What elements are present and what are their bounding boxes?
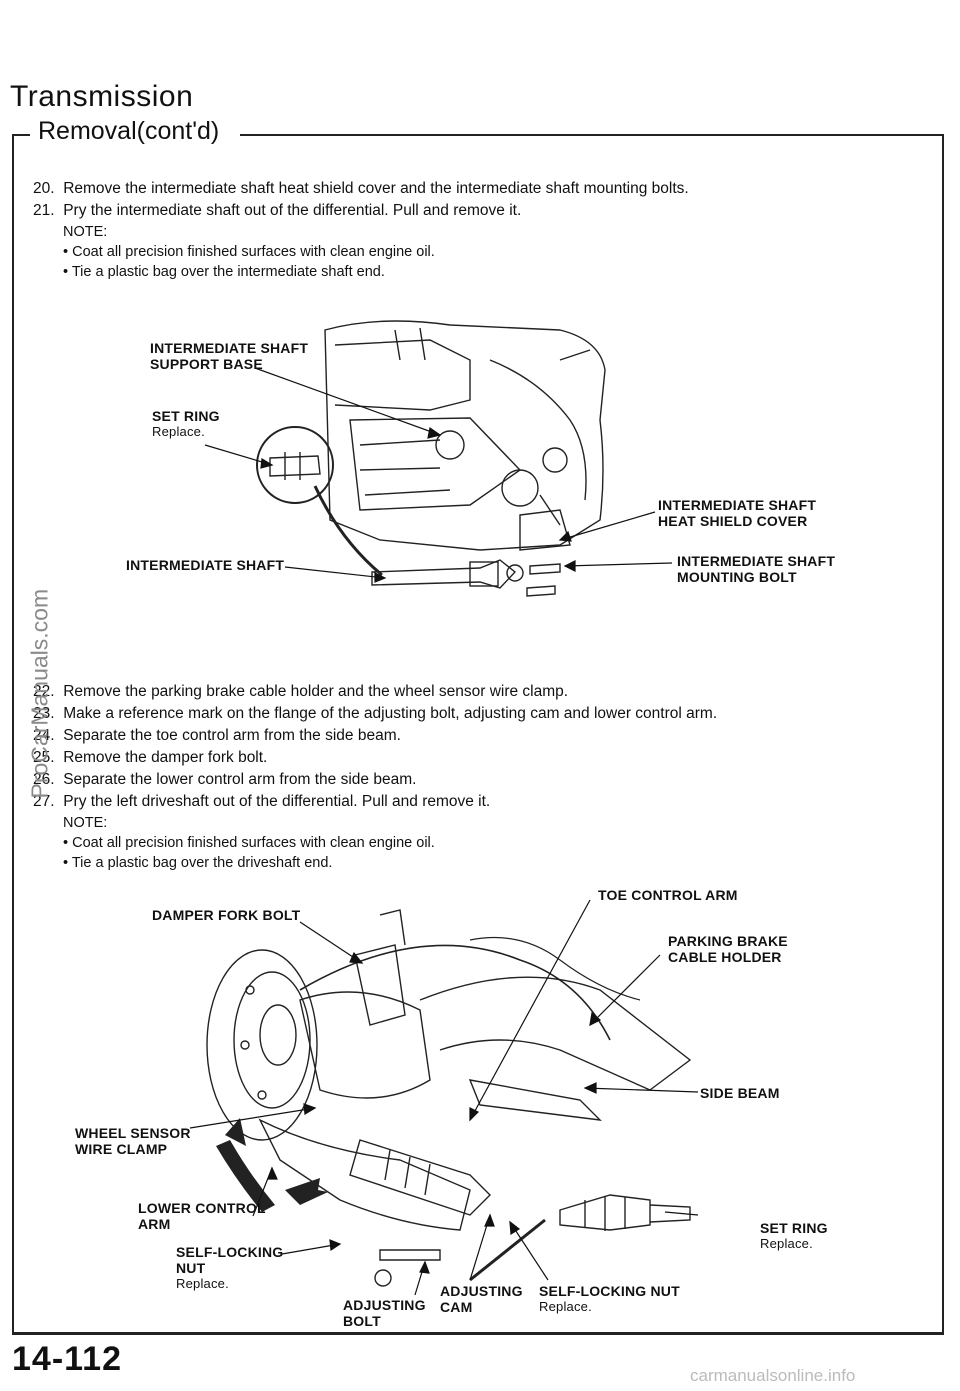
step-20: 20. Remove the intermediate shaft heat s… — [33, 180, 689, 197]
step-25: 25. Remove the damper fork bolt. — [33, 749, 268, 766]
note-item: • Tie a plastic bag over the intermediat… — [63, 264, 385, 280]
note-label-bottom: NOTE: — [63, 815, 108, 831]
replace-note: Replace. — [539, 1299, 592, 1314]
replace-note: Replace. — [152, 424, 205, 439]
callout-side-beam: SIDE BEAM — [700, 1085, 780, 1101]
note-item: • Coat all precision finished surfaces w… — [63, 835, 435, 851]
callout-self-locking-nut-right: SELF-LOCKING NUT Replace. — [539, 1283, 680, 1314]
step-26: 26. Separate the lower control arm from … — [33, 771, 417, 788]
footer-site-link[interactable]: carmanualsonline.info — [690, 1366, 856, 1385]
note-item: • Tie a plastic bag over the driveshaft … — [63, 855, 333, 871]
callout-damper-fork-bolt: DAMPER FORK BOLT — [152, 907, 301, 923]
section-frame — [12, 134, 944, 1335]
callout-toe-control-arm: TOE CONTROL ARM — [598, 887, 738, 903]
note-label-top: NOTE: — [63, 224, 108, 240]
callout-intermediate-shaft: INTERMEDIATE SHAFT — [126, 557, 285, 573]
callout-set-ring-top: SET RING Replace. — [152, 408, 220, 439]
step-22: 22. Remove the parking brake cable holde… — [33, 683, 569, 700]
callout-set-ring-bottom: SET RING Replace. — [760, 1220, 828, 1251]
note-item: • Coat all precision finished surfaces w… — [63, 244, 435, 260]
step-21: 21. Pry the intermediate shaft out of th… — [33, 202, 522, 219]
step-23: 23. Make a reference mark on the flange … — [33, 705, 718, 722]
section-title: Transmission — [10, 80, 194, 113]
replace-note: Replace. — [176, 1276, 229, 1291]
step-27: 27. Pry the left driveshaft out of the d… — [33, 793, 491, 810]
step-24: 24. Separate the toe control arm from th… — [33, 727, 401, 744]
subsection-title: Removal(cont'd) — [38, 117, 228, 146]
watermark: ProCarManuals.com — [26, 588, 53, 799]
page-number: 14-112 — [12, 1340, 122, 1378]
replace-note: Replace. — [760, 1236, 813, 1251]
